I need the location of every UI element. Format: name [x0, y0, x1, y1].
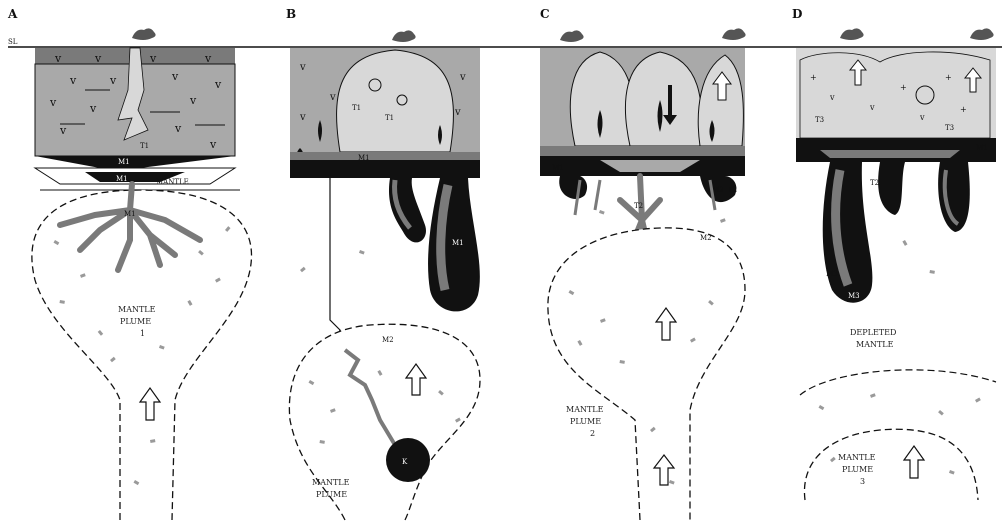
svg-text:v: v	[204, 52, 212, 65]
eruption-cloud-icon	[722, 28, 746, 40]
eruption-cloud-icon	[132, 28, 156, 40]
plume-label-b-2: PLUME	[316, 490, 347, 499]
plume-label-d-1: MANTLE	[838, 453, 876, 462]
depleted-label-1: DEPLETED	[850, 328, 896, 337]
volcanic-dome-b	[337, 50, 454, 152]
magma-lens	[35, 156, 235, 168]
sill-b	[290, 160, 480, 178]
tag-m2: M2	[382, 336, 394, 344]
panel-c-label: C	[540, 7, 550, 21]
svg-text:v: v	[189, 94, 197, 107]
svg-text:v: v	[829, 93, 835, 102]
sea-level-label: SL	[8, 38, 18, 46]
tag-m1-b: M1	[116, 175, 128, 183]
svg-text:v: v	[171, 70, 179, 83]
eruption-cloud-icon	[392, 30, 416, 42]
eruption-cloud-icon	[840, 28, 864, 40]
eruption-cloud-icon	[970, 28, 994, 40]
svg-text:v: v	[174, 122, 182, 135]
plume-label-c-2: PLUME	[570, 417, 601, 426]
tag-t1-b1: T1	[352, 104, 361, 112]
tag-m1-c: M1	[124, 210, 136, 218]
tag-t1-b2: T1	[385, 114, 394, 122]
conduit-b	[330, 178, 345, 350]
svg-text:v: v	[329, 92, 336, 103]
upper-dashed-boundary-d	[800, 370, 996, 395]
svg-text:v: v	[69, 74, 77, 87]
panel-d: D + v + + v + v T3 T3 M3 M3 T2 M1 DEPLETED MA…	[792, 7, 996, 500]
svg-text:v: v	[59, 124, 67, 137]
plume-label-a-1: MANTLE	[118, 305, 156, 314]
svg-text:+: +	[900, 83, 907, 92]
plume-label-c-1: MANTLE	[566, 405, 604, 414]
svg-text:v: v	[209, 138, 217, 151]
svg-text:v: v	[869, 103, 875, 112]
plume-label-b-1: MANTLE	[312, 478, 350, 487]
svg-text:+: +	[945, 73, 952, 82]
tag-m1-d: M1	[976, 144, 988, 152]
plume-label-d-2: PLUME	[842, 465, 873, 474]
melt-blob-b	[386, 438, 430, 482]
plume-label-a-3: 1	[140, 329, 145, 338]
svg-text:v: v	[149, 52, 157, 65]
plume-label-c-3: 2	[590, 429, 595, 438]
svg-text:v: v	[459, 72, 466, 83]
svg-text:v: v	[299, 62, 306, 73]
tag-t2-d: T2	[870, 179, 879, 187]
panel-a-label: A	[7, 7, 18, 21]
plume-label-a-2: PLUME	[120, 317, 151, 326]
tag-m3-1: M3	[826, 270, 838, 278]
tag-m3-2: M3	[848, 292, 860, 300]
tag-m1-b2: M1	[452, 239, 464, 247]
plume-head-d	[804, 429, 978, 500]
svg-text:v: v	[54, 52, 62, 65]
tag-m1-a: M1	[118, 158, 130, 166]
svg-text:v: v	[89, 102, 97, 115]
tag-m2-c2: M2	[700, 234, 712, 242]
svg-text:+: +	[810, 73, 817, 82]
panel-b-label: B	[286, 7, 296, 21]
panel-d-label: D	[792, 7, 802, 21]
plume-head-c	[548, 228, 745, 520]
tag-t3-1: T3	[815, 116, 824, 124]
svg-text:v: v	[299, 112, 306, 123]
panel-c: C M1 M2 T2 T2	[540, 7, 746, 520]
mantle-label: MANTLE	[156, 178, 189, 186]
tag-t3-2: T3	[945, 124, 954, 132]
plume-label-d-3: 3	[860, 477, 865, 486]
tag-t2-c2: T2	[728, 186, 737, 194]
tag-t1: T1	[140, 142, 149, 150]
tag-t2-c1: T2	[634, 202, 643, 210]
svg-text:v: v	[214, 78, 222, 91]
eruption-cloud-icon	[560, 30, 584, 42]
tag-k: K	[402, 458, 408, 466]
svg-text:v: v	[919, 113, 925, 122]
svg-text:v: v	[454, 107, 461, 118]
depleted-label-2: MANTLE	[856, 340, 894, 349]
tag-m1-c: M1	[552, 164, 564, 172]
svg-text:v: v	[49, 96, 57, 109]
plume-head-a	[32, 190, 252, 520]
tag-m2-c1: M2	[712, 186, 724, 194]
svg-text:v: v	[94, 52, 102, 65]
svg-text:v: v	[109, 74, 117, 87]
svg-text:+: +	[960, 105, 967, 114]
